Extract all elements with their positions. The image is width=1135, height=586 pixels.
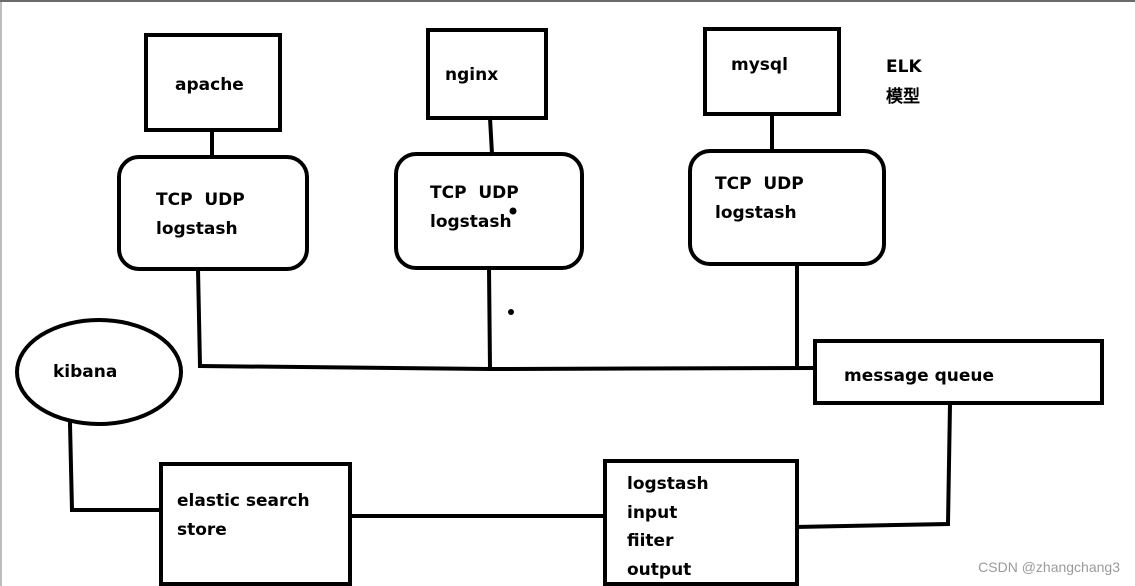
storage-subtitle: store	[177, 520, 227, 540]
kibana-ellipse	[15, 318, 183, 426]
shipper-1-protocols: TCP UDP	[156, 190, 245, 210]
shipper-3-name: logstash	[715, 203, 797, 223]
source-apache-box	[144, 33, 282, 132]
connector-nginx-shipper	[487, 115, 495, 157]
connector-shipper2-bus	[486, 265, 493, 372]
kibana-label: kibana	[53, 362, 117, 382]
shipper-2-box	[394, 152, 584, 270]
storage-node: elastic search store	[159, 462, 352, 586]
source-apache-label: apache	[175, 75, 244, 95]
message-queue-label: message queue	[844, 366, 994, 386]
shipper-3: TCP UDP logstash	[688, 149, 886, 266]
processor-stage-filter: fiiter	[627, 531, 674, 551]
connector-storage-kibana	[67, 421, 163, 512]
processor-title: logstash	[627, 474, 709, 494]
bus-line	[197, 363, 818, 372]
message-queue-node: message queue	[813, 339, 1104, 405]
diagram-title-sub: 模型	[886, 86, 920, 107]
source-mysql-label: mysql	[731, 55, 788, 75]
connector-shipper1-bus	[195, 266, 203, 369]
source-mysql-box	[703, 27, 841, 116]
processor-stage-input: input	[627, 503, 677, 523]
left-frame-edge	[0, 2, 2, 586]
watermark-text: CSDN @zhangchang3	[978, 559, 1120, 575]
shipper-1: TCP UDP logstash	[117, 155, 309, 271]
processor-box	[603, 459, 799, 586]
shipper-2-protocols: TCP UDP	[430, 183, 519, 203]
processor-node: logstash input fiiter output	[603, 459, 799, 586]
shipper-1-box	[117, 155, 309, 271]
shipper-1-name: logstash	[156, 219, 238, 239]
message-queue-box	[813, 339, 1104, 405]
diagram-title: ELK	[886, 57, 922, 77]
shipper-3-protocols: TCP UDP	[715, 174, 804, 194]
stray-dot-2	[508, 309, 514, 315]
shipper-2-name: logstash	[430, 212, 512, 232]
connector-queue-processor	[794, 401, 953, 530]
shipper-2: TCP UDP logstash	[394, 152, 584, 270]
source-nginx-label: nginx	[445, 65, 498, 85]
storage-box	[159, 462, 352, 586]
processor-stage-output: output	[627, 560, 691, 580]
kibana-node: kibana	[15, 318, 183, 426]
source-apache: apache	[144, 33, 282, 132]
storage-title: elastic search	[177, 491, 310, 511]
stray-dot-1	[509, 207, 517, 215]
top-frame-edge	[0, 0, 1135, 2]
shipper-3-box	[688, 149, 886, 266]
source-nginx-box	[426, 28, 548, 120]
source-nginx: nginx	[426, 28, 548, 120]
source-mysql: mysql	[703, 27, 841, 116]
